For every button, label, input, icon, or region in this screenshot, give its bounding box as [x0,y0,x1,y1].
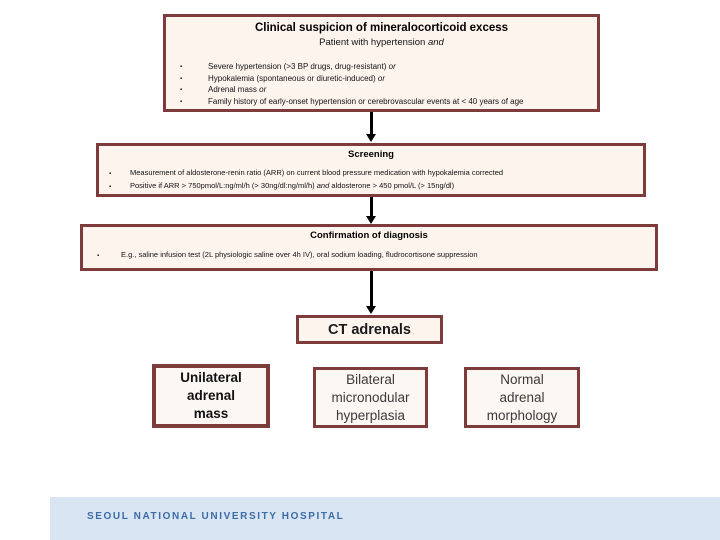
criteria-text: Hypokalemia (spontaneous or diuretic-ind… [208,73,378,83]
clinical-suspicion-box: Clinical suspicion of mineralocorticoid … [163,14,600,112]
bullet-icon: ▪ [109,183,112,190]
screening-list: ▪ Measurement of aldosterone-renin ratio … [99,167,643,192]
list-item: ▪ Measurement of aldosterone-renin ratio … [99,167,643,180]
down-arrow-icon [366,197,377,224]
down-arrow-icon [366,112,377,142]
bullet-icon: ▪ [180,98,183,105]
outcome-normal-adrenal-morphology: Normal adrenal morphology [464,367,580,428]
screening-text: Measurement of aldosterone-renin ratio (… [130,168,504,177]
bullet-icon: ▪ [109,171,112,177]
arrow-shaft [370,271,373,307]
clinical-suspicion-subtitle: Patient with hypertension and [166,37,597,48]
screening-text-suffix: aldosterone > 450 pmol/L (> 15ng/dl) [329,180,455,190]
outcome-line: micronodular [331,389,410,405]
arrow-shaft [370,112,373,135]
outcome-line: morphology [486,407,558,423]
outcome-line: mass [193,406,229,421]
screening-text: Positive if ARR > 750pmol/L:ng/ml/h (> 3… [130,180,317,190]
subtitle-prefix: Patient with hypertension [319,37,428,48]
outcome-line: Normal [500,371,544,387]
outcome-line: adrenal [499,389,545,405]
subtitle-and-emphasis: and [427,37,444,48]
bullet-icon: ▪ [180,75,183,82]
confirmation-text: E.g., saline infusion test (2L physiolog… [121,250,478,259]
clinical-suspicion-title: Clinical suspicion of mineralocorticoid … [254,22,509,34]
criteria-or-emphasis: or [388,62,396,71]
criteria-or-emphasis: or [377,73,385,83]
confirmation-heading: Confirmation of diagnosis [310,230,428,241]
arrow-head [366,306,376,314]
outcome-unilateral-adrenal-mass: Unilateral adrenal mass [152,364,270,428]
outcome-line: Unilateral [180,370,242,385]
criteria-or-emphasis: or [259,85,267,94]
down-arrow-icon [366,271,377,314]
confirmation-list: ▪ E.g., saline infusion test (2L physiolo… [83,249,655,261]
screening-and-emphasis: and [316,180,330,190]
outcome-line: hyperplasia [335,407,406,423]
list-item: ▪ Family history of early-onset hypertens… [166,96,597,108]
criteria-text: Severe hypertension (>3 BP drugs, drug-r… [208,62,389,71]
outcome-line: Bilateral [346,371,395,387]
criteria-text: Family history of early-onset hypertensi… [208,96,524,106]
confirmation-box: Confirmation of diagnosis ▪ E.g., saline … [80,224,658,271]
hospital-footer-bar: SEOUL NATIONAL UNIVERSITY HOSPITAL [50,497,720,540]
list-item: ▪ Severe hypertension (>3 BP drugs, drug-… [166,61,597,73]
list-item: ▪ Positive if ARR > 750pmol/L:ng/ml/h (> … [99,180,643,193]
clinical-criteria-list: ▪ Severe hypertension (>3 BP drugs, drug-… [166,61,597,107]
arrow-head [366,216,376,224]
arrow-head [366,134,376,142]
outcome-line: adrenal [186,388,236,403]
screening-box: Screening ▪ Measurement of aldosterone-re… [96,143,646,197]
list-item: ▪ Hypokalemia (spontaneous or diuretic-in… [166,73,597,85]
list-item: ▪ Adrenal mass or [166,84,597,96]
arrow-shaft [370,197,373,217]
list-item: ▪ E.g., saline infusion test (2L physiolo… [83,249,655,261]
screening-heading: Screening [348,149,394,160]
ct-adrenals-box: CT adrenals [296,315,443,344]
hospital-logo-text: SEOUL NATIONAL UNIVERSITY HOSPITAL [87,511,345,522]
bullet-icon: ▪ [180,64,183,70]
bullet-icon: ▪ [97,253,100,259]
bullet-icon: ▪ [180,87,183,93]
outcome-bilateral-micronodular-hyperplasia: Bilateral micronodular hyperplasia [313,367,428,428]
ct-adrenals-label: CT adrenals [328,321,411,338]
criteria-text: Adrenal mass [208,85,260,94]
